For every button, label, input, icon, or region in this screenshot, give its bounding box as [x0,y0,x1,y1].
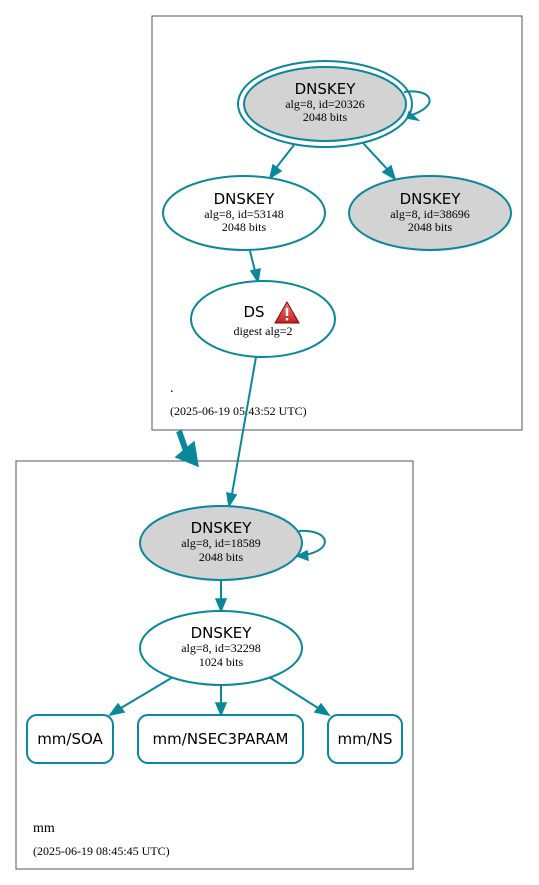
mm-ksk-bits: 2048 bits [199,550,244,564]
edge-mm-ksk-self-arrow [295,549,309,562]
root-zsk1-node[interactable]: DNSKEY alg=8, id=53148 2048 bits [162,175,326,251]
mm-zone-name: mm [33,821,55,836]
root-zsk2-bits: 2048 bits [408,220,453,234]
mm-ksk-node[interactable]: DNSKEY alg=8, id=18589 2048 bits [139,505,303,581]
rrset-ns-node[interactable]: mm/NS [327,714,403,764]
root-zsk1-bits: 2048 bits [222,220,267,234]
ds-node[interactable]: DS digest alg=2 [190,280,336,358]
mm-zsk-bits: 1024 bits [199,655,244,669]
root-ksk-node[interactable]: DNSKEY alg=8, id=20326 2048 bits [237,60,413,148]
edge-zsk-soa-arrow [108,702,126,717]
delegation-arrow [174,430,199,468]
edge-zsk-ns-arrow [313,702,331,717]
edge-ds-mm-ksk [231,356,257,495]
root-ksk-alg: alg=8, id=20326 [285,97,365,111]
mm-zsk-node[interactable]: DNSKEY alg=8, id=32298 1024 bits [139,610,303,686]
root-zone-name: . [170,381,174,396]
root-zsk1-alg: alg=8, id=53148 [204,207,284,221]
edge-zsk1-ds [249,250,256,272]
rrset-nsec3param-node[interactable]: mm/NSEC3PARAM [137,714,304,764]
root-zsk2-node[interactable]: DNSKEY alg=8, id=38696 2048 bits [348,175,512,251]
edge-mm-ksk-self [298,529,326,556]
rrset-soa-node[interactable]: mm/SOA [26,714,114,764]
root-zsk2-alg: alg=8, id=38696 [390,207,470,221]
edges [108,90,431,717]
edge-mm-ksk-zsk-arrow [214,598,228,613]
warning-icon [274,300,300,324]
mm-zsk-alg: alg=8, id=32298 [181,641,261,655]
edge-zsk-nsec3param-arrow [214,702,228,717]
edge-ds-mm-ksk-arrow [226,492,238,509]
root-zsk2-title: DNSKEY [400,190,462,208]
root-zsk1-title: DNSKEY [214,190,276,208]
rrset-nsec3param-label: mm/NSEC3PARAM [153,730,289,748]
rrset-ns-label: mm/NS [337,730,392,748]
root-ksk-title: DNSKEY [295,80,357,98]
edge-zsk-soa [120,676,174,709]
edge-root-ksk-self [403,90,431,116]
edge-ksk-zsk1-arrow [268,163,283,180]
root-zone-timestamp: (2025-06-19 05:43:52 UTC) [170,404,307,418]
edge-zsk-ns [268,676,319,709]
edge-ksk-zsk1 [275,144,295,169]
ds-digest: digest alg=2 [233,324,292,338]
mm-ksk-title: DNSKEY [191,519,253,537]
root-ksk-bits: 2048 bits [303,110,348,124]
rrset-soa-label: mm/SOA [37,730,103,748]
edge-zsk1-ds-arrow [249,268,261,285]
edge-ksk-zsk2 [362,142,389,171]
mm-zone-timestamp: (2025-06-19 08:45:45 UTC) [33,844,170,858]
edge-ksk-zsk2-arrow [381,164,397,181]
ds-title: DS [243,303,264,321]
mm-ksk-alg: alg=8, id=18589 [181,536,261,550]
mm-zsk-title: DNSKEY [191,624,253,642]
